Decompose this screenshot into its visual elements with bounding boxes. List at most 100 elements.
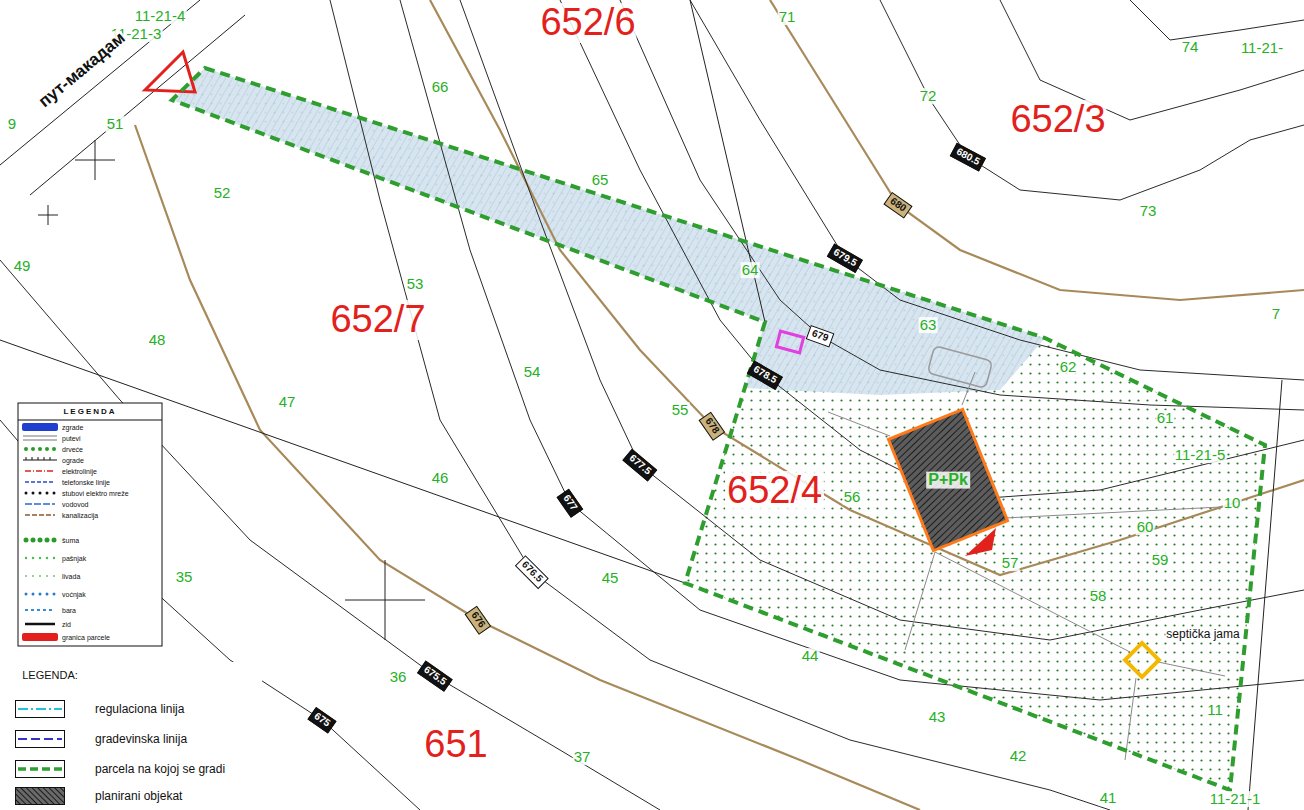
legend-entry: vodovod xyxy=(22,499,88,510)
elevation-label: 680 xyxy=(884,192,913,218)
legend-entry: šuma xyxy=(22,535,79,546)
legend-text: putevi xyxy=(62,435,81,442)
point-number: 51 xyxy=(106,116,125,132)
legend-entry: kanalizacija xyxy=(22,510,98,521)
legend-text: pašnjak xyxy=(62,555,86,562)
point-number: 62 xyxy=(1059,359,1078,375)
legend-sample xyxy=(22,590,58,598)
legend-text: voćnjak xyxy=(62,591,86,598)
legend-sample xyxy=(22,478,58,486)
note-label: septička jama xyxy=(1165,628,1240,641)
point-number: 56 xyxy=(843,489,862,505)
point-number: 71 xyxy=(778,9,797,25)
legend-text: bara xyxy=(62,607,76,614)
point-number: 73 xyxy=(1139,203,1158,219)
point-number: 47 xyxy=(278,394,297,410)
legend-entry: zgrade xyxy=(22,422,83,433)
point-number: 10 xyxy=(1223,495,1242,511)
parcel-outline xyxy=(172,68,1265,790)
point-number: 49 xyxy=(13,258,32,274)
legend-entry: stubovi elektro mreže xyxy=(22,488,129,499)
elevation-label: 676 xyxy=(465,606,491,635)
point-number: 72 xyxy=(919,88,938,104)
point-number: 61 xyxy=(1156,410,1175,426)
legend-sample xyxy=(22,467,58,475)
point-number: 65 xyxy=(591,172,610,188)
elevation-label: 678 xyxy=(699,412,725,441)
building-footprint xyxy=(888,409,1007,550)
legend-sample xyxy=(22,511,58,519)
legend-text: vodovod xyxy=(62,501,88,508)
building-label: P+Pk xyxy=(926,472,970,489)
legend-entry: zid xyxy=(22,619,71,630)
point-number: 64 xyxy=(741,262,760,278)
legend-text: šuma xyxy=(62,537,79,544)
legend-entry: drveće xyxy=(22,444,83,455)
dimension-lines xyxy=(828,372,1240,760)
entrance-arrow xyxy=(965,528,996,556)
legend-sample xyxy=(22,606,58,614)
point-number: 48 xyxy=(148,332,167,348)
legend-entry: regulaciona linija xyxy=(15,699,184,719)
site-symbols xyxy=(38,52,1159,677)
legend-sample xyxy=(22,572,58,580)
legend-text: zid xyxy=(62,621,71,628)
point-number: 7 xyxy=(1271,306,1281,322)
access-road-area xyxy=(172,68,1045,395)
elevation-label: 676.5 xyxy=(515,555,549,589)
legend-panels xyxy=(0,403,262,810)
point-number: 11-21-5 xyxy=(1174,447,1227,463)
point-number: 57 xyxy=(1001,555,1020,571)
survey-point-triangle xyxy=(145,52,195,92)
legend-text: parcela na kojoj se gradi xyxy=(95,763,225,775)
legend-sample xyxy=(22,554,58,562)
legend-text: elektrolinije xyxy=(62,468,97,475)
legend-text: ograde xyxy=(62,457,84,464)
legend-sample xyxy=(22,620,58,628)
legend-sample xyxy=(22,500,58,508)
point-number: 11 xyxy=(1206,702,1224,718)
point-number: 41 xyxy=(1099,790,1118,806)
parcel-number: 651 xyxy=(423,725,488,765)
legend-sample xyxy=(22,489,58,497)
legend-title: LEGENDA: xyxy=(21,670,79,682)
legend-entry: granica parcele xyxy=(22,632,110,643)
legend-entry: gradevinska linija xyxy=(15,729,187,749)
legend-text: livada xyxy=(62,573,80,580)
parcel-number: 652/6 xyxy=(539,3,636,43)
legend-box xyxy=(18,403,162,646)
grid-cross xyxy=(38,205,58,225)
legend-sample xyxy=(15,730,65,748)
point-number: 11-21-4 xyxy=(134,8,187,24)
legend-sample xyxy=(22,445,58,453)
point-number: 35 xyxy=(175,569,194,585)
legend-entry: planirani objekat xyxy=(15,786,182,806)
grid-cross xyxy=(345,560,425,640)
elevation-label: 675.5 xyxy=(417,661,452,692)
point-number: 52 xyxy=(213,185,232,201)
point-number: 46 xyxy=(431,470,450,486)
point-number: 58 xyxy=(1089,588,1108,604)
legend-entry: parcela na kojoj se gradi xyxy=(15,759,225,779)
point-number: 59 xyxy=(1151,552,1170,568)
point-number: 45 xyxy=(601,570,620,586)
legend-sample xyxy=(15,760,65,778)
legend-text: zgrade xyxy=(62,424,83,431)
point-number: 54 xyxy=(523,364,542,380)
elevation-label: 677.5 xyxy=(623,449,658,481)
legend-rule xyxy=(18,420,162,421)
point-number: 66 xyxy=(431,79,450,95)
parcel-number: 652/7 xyxy=(329,300,426,340)
legend-entry: telefonske linije xyxy=(22,477,110,488)
point-number: 63 xyxy=(919,317,938,333)
legend-entry: pašnjak xyxy=(22,553,86,564)
legend-text: telefonske linije xyxy=(62,479,110,486)
legend-text: gradevinska linija xyxy=(95,733,187,745)
parcel-number: 652/3 xyxy=(1009,100,1106,140)
legend-ground xyxy=(0,662,262,810)
parking-car xyxy=(927,346,992,389)
garden-area xyxy=(172,68,1265,790)
